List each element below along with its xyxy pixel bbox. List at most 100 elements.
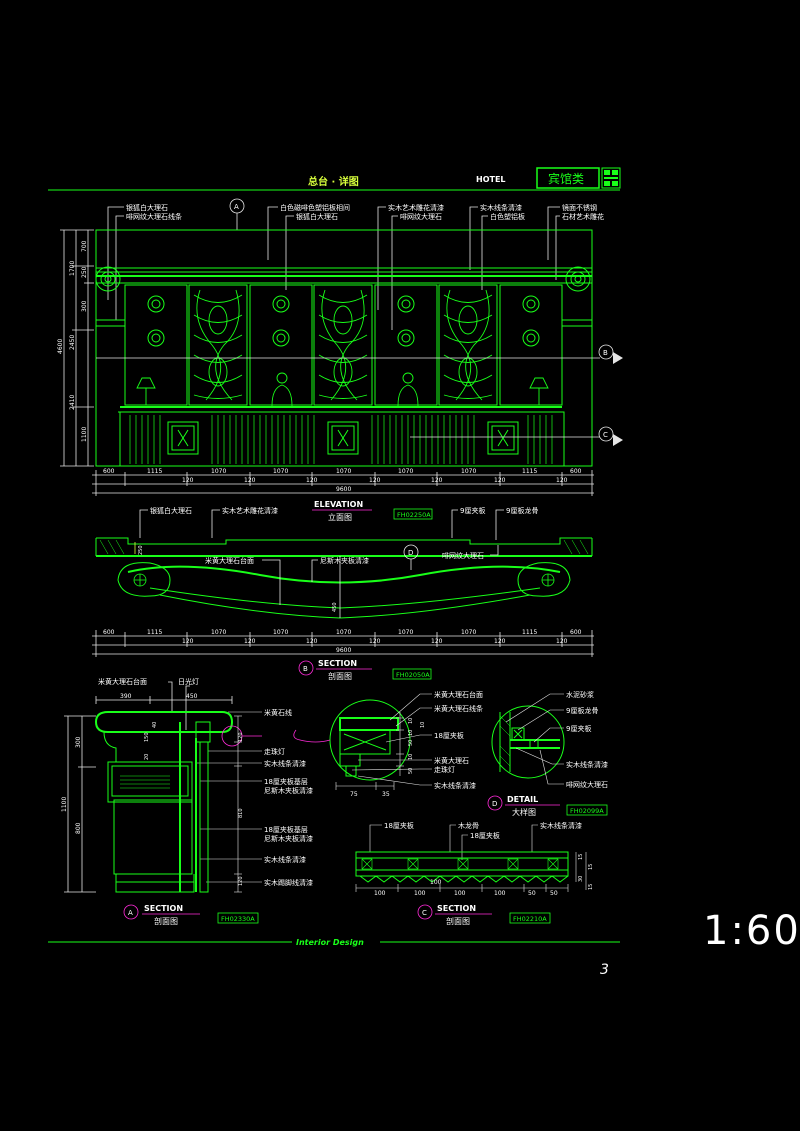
svg-text:实木线条清漆: 实木线条清漆 — [264, 759, 306, 768]
section-marker-c — [417, 904, 433, 920]
hotel-label: HOTEL — [476, 175, 506, 184]
svg-text:50: 50 — [528, 890, 536, 897]
svg-text:A: A — [234, 203, 239, 211]
section-marker-b — [298, 660, 314, 676]
svg-text:120: 120 — [494, 638, 506, 645]
svg-text:1070: 1070 — [273, 468, 288, 475]
svg-text:剖面图: 剖面图 — [154, 916, 178, 926]
svg-text:1100: 1100 — [61, 797, 68, 812]
svg-text:120: 120 — [182, 638, 194, 645]
svg-text:600: 600 — [103, 468, 115, 475]
footer: Interior Design — [48, 938, 620, 947]
svg-text:10: 10 — [408, 730, 414, 736]
svg-text:15: 15 — [578, 854, 584, 860]
callout-text: 啡网纹大理石 — [400, 212, 442, 221]
detail-bubble-right — [491, 705, 565, 779]
svg-text:100: 100 — [414, 890, 426, 897]
svg-text:150: 150 — [144, 732, 150, 742]
svg-text:4600: 4600 — [57, 339, 64, 354]
category-label: 宾馆类 — [548, 171, 584, 186]
svg-text:实木线条清漆: 实木线条清漆 — [264, 855, 306, 864]
svg-text:18厘夹板: 18厘夹板 — [434, 731, 464, 740]
svg-text:1115: 1115 — [147, 468, 162, 475]
svg-text:尼斯木夹板清漆: 尼斯木夹板清漆 — [320, 556, 369, 565]
svg-text:250: 250 — [138, 545, 144, 555]
section-c-view: 18厘夹板 木龙骨 18厘夹板 实木线条清漆 100 — [355, 821, 594, 926]
svg-text:600: 600 — [570, 468, 582, 475]
svg-text:50: 50 — [408, 768, 414, 774]
svg-text:D: D — [408, 549, 413, 557]
svg-text:700: 700 — [81, 240, 88, 252]
svg-text:米黄大理石台面: 米黄大理石台面 — [98, 677, 147, 686]
page-number: 3 — [600, 962, 609, 978]
svg-text:实木线条清漆: 实木线条清漆 — [434, 781, 476, 790]
callout-text: 镜面不锈钢 — [562, 203, 597, 212]
svg-text:米黄大理石: 米黄大理石 — [434, 756, 469, 765]
svg-text:600: 600 — [103, 629, 115, 636]
svg-text:银狐白大理石: 银狐白大理石 — [150, 506, 192, 515]
svg-text:10: 10 — [420, 722, 426, 728]
medallion-left-icon — [95, 266, 121, 292]
callout-text: 银狐白大理石 — [126, 203, 168, 212]
svg-text:水泥砂浆: 水泥砂浆 — [566, 690, 594, 699]
svg-text:100: 100 — [494, 890, 506, 897]
svg-text:1100: 1100 — [81, 427, 88, 442]
svg-text:1115: 1115 — [147, 629, 162, 636]
svg-text:100: 100 — [374, 890, 386, 897]
svg-text:1115: 1115 — [522, 629, 537, 636]
svg-text:120: 120 — [369, 638, 381, 645]
view-title-en: ELEVATION — [314, 500, 363, 509]
clock-panels — [124, 284, 563, 406]
svg-text:9厘夹板: 9厘夹板 — [460, 506, 485, 515]
elevation-view: 银狐白大理石 啡网纹大理石线条 白色磁啡色塑铝板相间 银狐白大理石 实木艺术雕花… — [57, 198, 623, 522]
svg-text:2450: 2450 — [69, 335, 76, 350]
bottom-dimensions: 600 1115 1070 1070 1070 1070 1070 1115 6… — [92, 468, 594, 496]
svg-text:800: 800 — [75, 822, 82, 834]
svg-text:SECTION: SECTION — [318, 659, 357, 668]
svg-text:100: 100 — [454, 890, 466, 897]
svg-text:1070: 1070 — [211, 629, 226, 636]
svg-text:尼斯木夹板清漆: 尼斯木夹板清漆 — [264, 834, 313, 843]
arrow-icon — [613, 434, 623, 446]
svg-text:75: 75 — [350, 791, 358, 798]
svg-text:剖面图: 剖面图 — [446, 916, 470, 926]
svg-text:20: 20 — [144, 754, 150, 760]
svg-text:9厘板龙骨: 9厘板龙骨 — [506, 506, 538, 515]
svg-text:B: B — [603, 349, 608, 357]
scale-label: 1:60 — [703, 908, 800, 954]
callout-text: 啡网纹大理石线条 — [126, 212, 182, 221]
svg-text:1070: 1070 — [461, 629, 476, 636]
svg-text:走珠灯: 走珠灯 — [434, 765, 455, 774]
svg-text:450: 450 — [332, 602, 338, 612]
svg-text:实木线条清漆: 实木线条清漆 — [540, 821, 582, 830]
svg-text:120: 120 — [238, 876, 244, 886]
svg-text:走珠灯: 走珠灯 — [264, 747, 285, 756]
brand-label: Interior Design — [296, 938, 364, 947]
svg-text:600: 600 — [570, 629, 582, 636]
svg-text:FH02099A: FH02099A — [570, 807, 604, 815]
svg-text:18厘夹板: 18厘夹板 — [384, 821, 414, 830]
arrow-icon — [613, 352, 623, 364]
rosette-icon — [133, 573, 555, 587]
svg-text:18厘夹板基层: 18厘夹板基层 — [264, 825, 308, 834]
svg-text:FH02330A: FH02330A — [221, 915, 255, 923]
svg-text:120: 120 — [244, 477, 256, 484]
svg-text:1070: 1070 — [336, 629, 351, 636]
category-box — [536, 167, 600, 189]
svg-text:120: 120 — [244, 638, 256, 645]
svg-text:1070: 1070 — [398, 468, 413, 475]
svg-text:120: 120 — [556, 638, 568, 645]
svg-text:9厘板龙骨: 9厘板龙骨 — [566, 706, 598, 715]
svg-text:尼斯木夹板清漆: 尼斯木夹板清漆 — [264, 786, 313, 795]
svg-text:50: 50 — [550, 890, 558, 897]
svg-text:10: 10 — [408, 718, 414, 724]
svg-text:实木艺术雕花清漆: 实木艺术雕花清漆 — [222, 506, 278, 515]
sheet-title: 总台 · 详图 — [308, 175, 359, 188]
svg-text:1070: 1070 — [211, 468, 226, 475]
detail-marker-d — [487, 795, 503, 811]
svg-text:实木线条清漆: 实木线条清漆 — [566, 760, 608, 769]
svg-text:300: 300 — [81, 300, 88, 312]
svg-text:120: 120 — [431, 638, 443, 645]
svg-text:A: A — [128, 909, 133, 917]
